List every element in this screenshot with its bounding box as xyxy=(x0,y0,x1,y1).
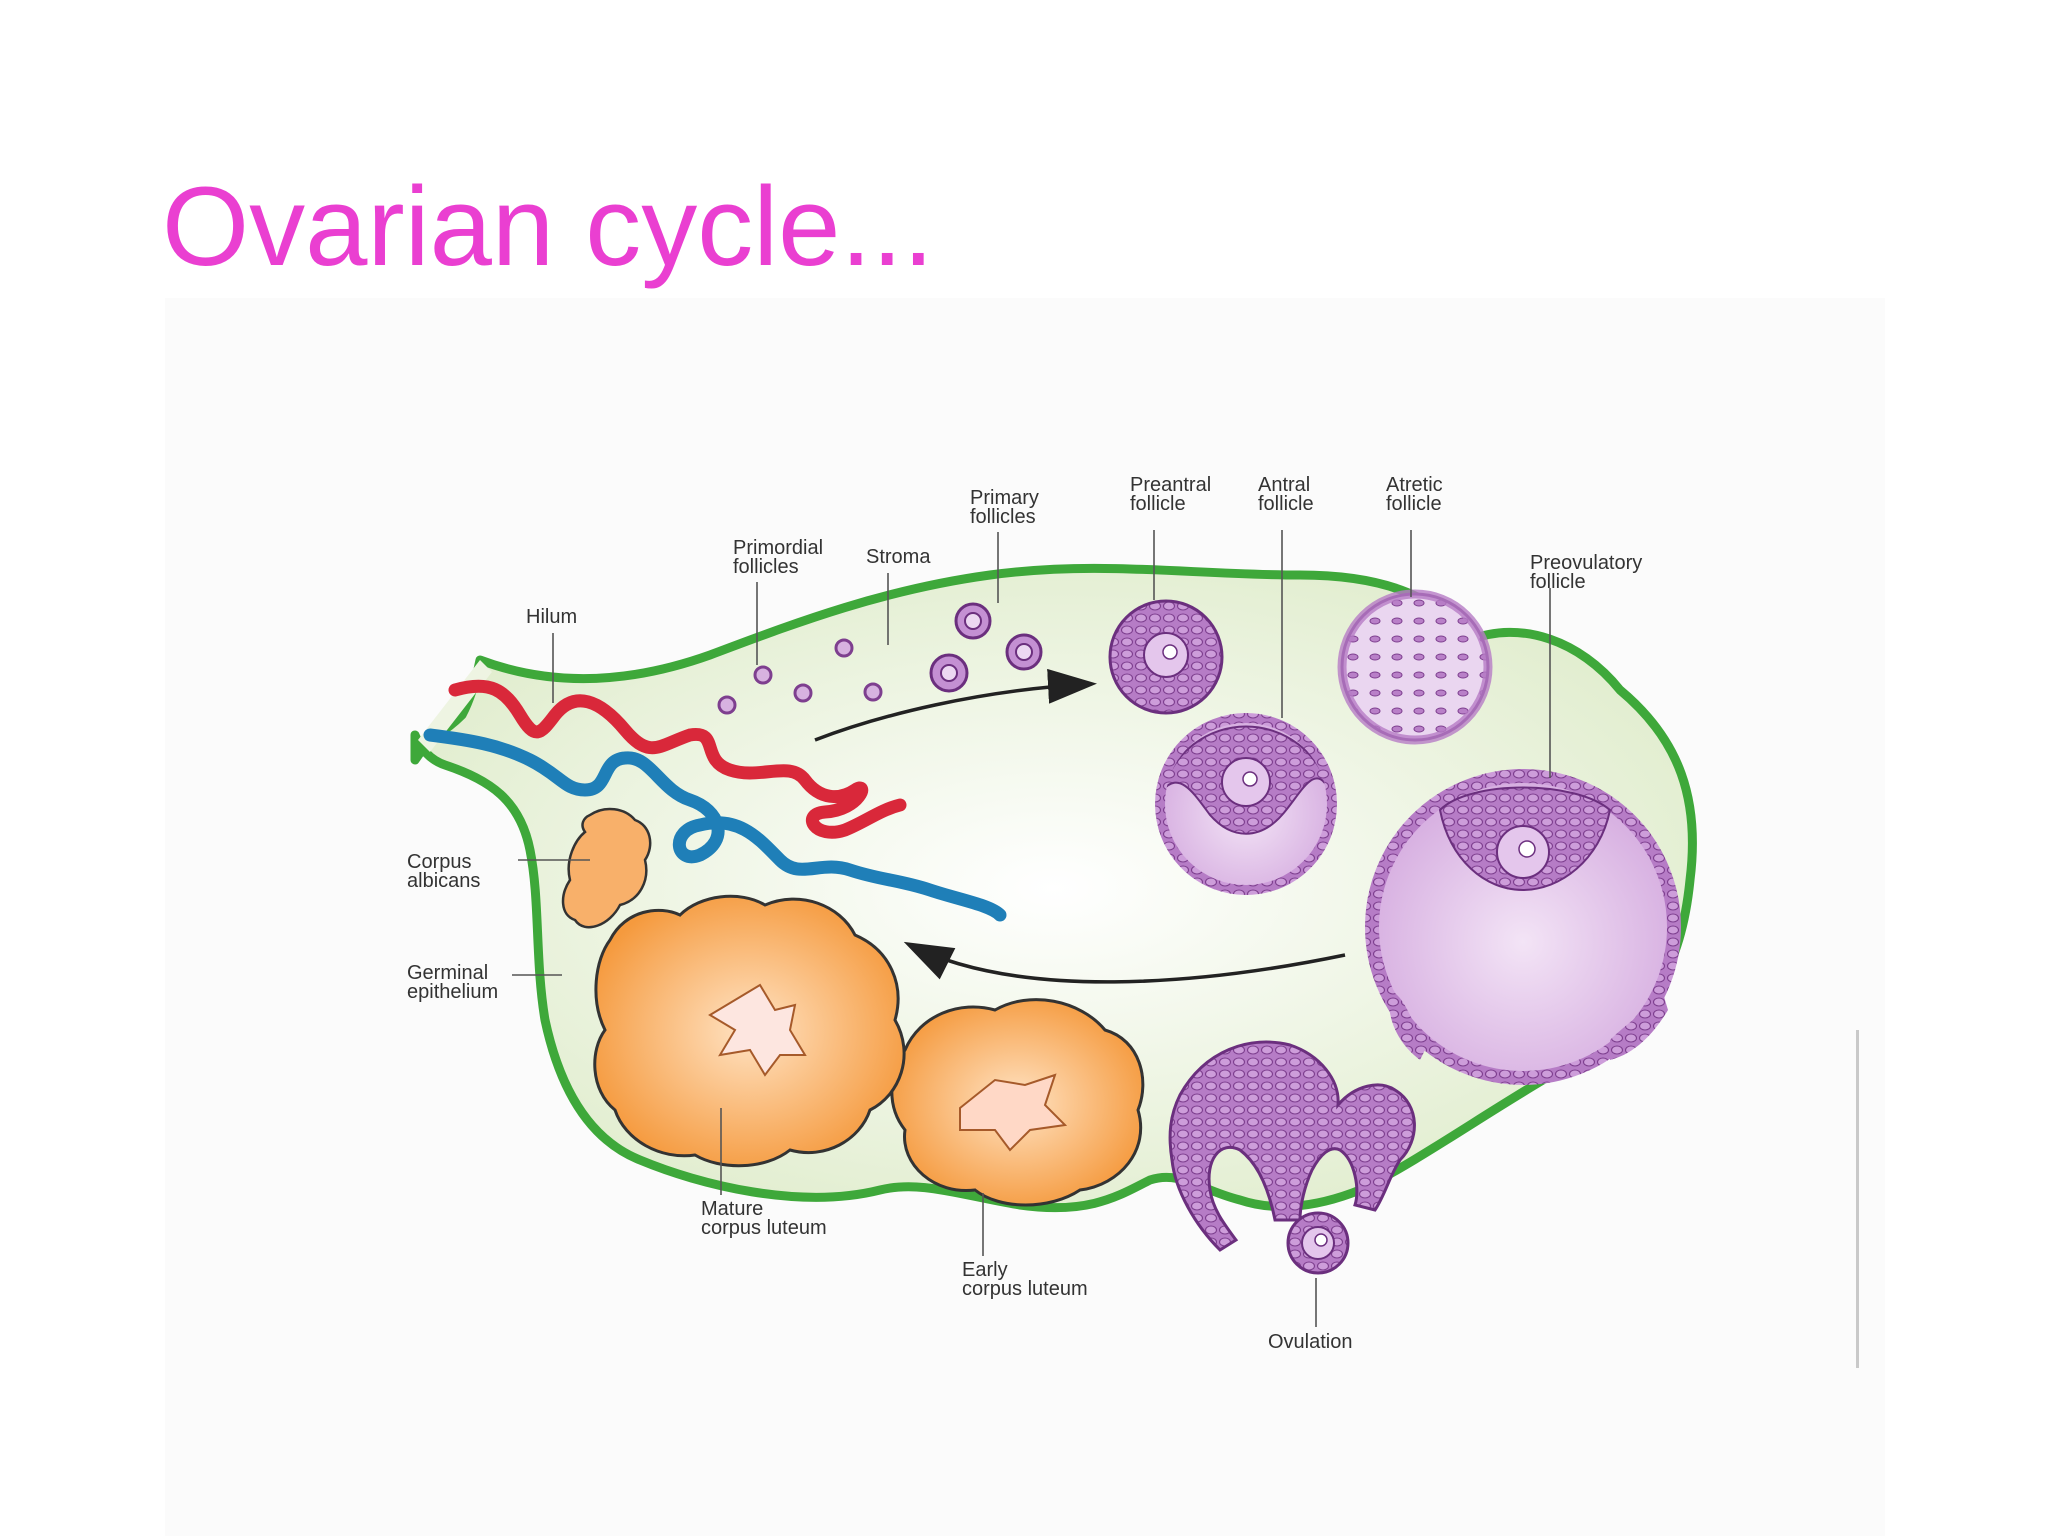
early-corpus-luteum xyxy=(890,998,1145,1207)
released-oocyte xyxy=(1286,1211,1350,1275)
primordial-follicles xyxy=(717,638,883,715)
artery-vessel xyxy=(448,679,907,839)
label-ovulation: Ovulation xyxy=(1268,1331,1353,1353)
preantral-follicle xyxy=(1108,599,1224,715)
slide-title: Ovarian cycle... xyxy=(162,164,934,289)
antral-follicle xyxy=(1155,713,1337,895)
ruptured-follicle xyxy=(1168,1040,1416,1252)
panel-edge-bar xyxy=(1856,1030,1859,1368)
vein-vessel xyxy=(423,728,1007,922)
leader-lines xyxy=(512,530,1551,1327)
mature-corpus-luteum xyxy=(593,894,906,1168)
label-stroma: Stroma xyxy=(866,546,931,568)
maturation-arrow xyxy=(814,668,1097,742)
atretic-follicle xyxy=(1337,589,1493,745)
corpus-albicans xyxy=(561,807,652,929)
label-hilum: Hilum xyxy=(526,606,577,628)
preovulatory-follicle xyxy=(1365,769,1681,1085)
luteal-arrow xyxy=(903,941,1346,984)
